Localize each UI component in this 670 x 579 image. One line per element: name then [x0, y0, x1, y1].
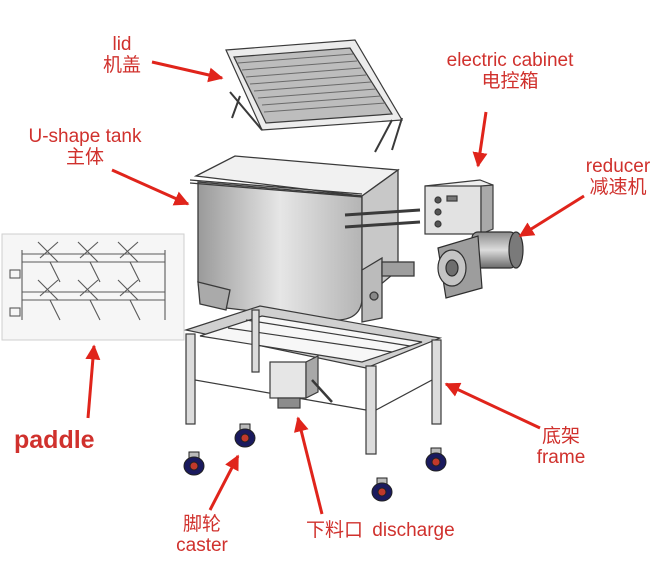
label-lid-zh: 机盖 [102, 55, 141, 76]
label-reducer-en: reducer [585, 156, 651, 177]
caster-part [183, 423, 447, 502]
label-discharge: 下料口 discharge [306, 520, 455, 541]
label-caster: 脚轮 caster [162, 514, 242, 556]
label-discharge-en: discharge [372, 520, 455, 541]
arrow-discharge [293, 416, 324, 515]
arrow-frame [444, 382, 541, 430]
paddle-inset [1, 233, 185, 341]
label-caster-zh: 脚轮 [182, 514, 221, 535]
arrow-u-shape-tank [111, 168, 190, 206]
label-reducer: reducer 减速机 [566, 156, 670, 198]
label-u-shape-tank: U-shape tank 主体 [0, 126, 170, 168]
arrow-electric-cabinet [472, 111, 488, 168]
u-shape-tank-part [189, 155, 421, 323]
label-paddle: paddle [14, 426, 95, 454]
arrow-reducer [518, 194, 585, 238]
label-paddle-en: paddle [14, 426, 95, 454]
label-caster-en: caster [176, 535, 228, 556]
arrow-lid [151, 60, 224, 83]
label-electric-cabinet-zh: 电控箱 [481, 71, 539, 92]
arrow-paddle [85, 344, 101, 419]
label-electric-cabinet: electric cabinet 电控箱 [410, 50, 610, 92]
label-reducer-zh: 减速机 [589, 177, 647, 198]
arrow-caster [208, 454, 240, 511]
label-discharge-zh: 下料口 [306, 520, 364, 541]
electric-cabinet-part [424, 179, 494, 235]
frame-part [183, 305, 443, 455]
label-lid-en: lid [112, 34, 132, 55]
reducer-part [437, 231, 524, 299]
lid-part [225, 39, 404, 153]
label-lid: lid 机盖 [92, 34, 152, 76]
label-frame-en: frame [536, 447, 586, 468]
label-electric-cabinet-en: electric cabinet [446, 50, 574, 71]
label-frame: 底架 frame [518, 426, 604, 468]
label-u-shape-tank-en: U-shape tank [28, 126, 142, 147]
discharge-part [269, 355, 333, 409]
label-frame-zh: 底架 [541, 426, 580, 447]
label-u-shape-tank-zh: 主体 [65, 147, 104, 168]
